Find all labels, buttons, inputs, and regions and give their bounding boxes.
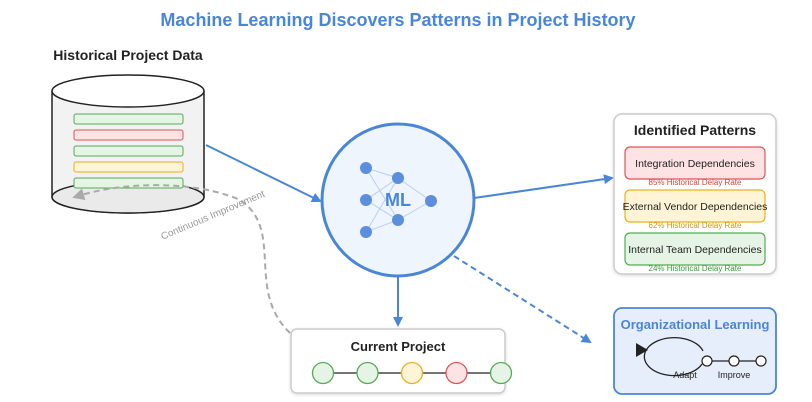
adapt-label: Adapt	[673, 370, 697, 380]
pattern-rate: 24% Historical Delay Rate	[649, 264, 742, 273]
timeline-node	[356, 361, 379, 385]
pattern-rate: 62% Historical Delay Rate	[649, 221, 742, 230]
diagram-title: Machine Learning Discovers Patterns in P…	[160, 10, 635, 30]
organizational-learning-panel: Organizational Learning Adapt Improve	[613, 307, 777, 395]
pattern-item	[624, 189, 766, 223]
patterns-title: Identified Patterns	[634, 122, 756, 138]
improve-label: Improve	[718, 370, 751, 380]
record-row	[73, 161, 184, 173]
current-project-panel: Current Project	[290, 328, 513, 394]
current-project-title: Current Project	[351, 339, 446, 354]
step-node	[701, 355, 713, 367]
identified-patterns-panel: Identified Patterns Integration Dependen…	[613, 113, 777, 275]
record-row	[73, 129, 184, 141]
ml-label: ML	[385, 190, 411, 210]
org-learning-title: Organizational Learning	[621, 317, 770, 332]
timeline-node	[489, 361, 513, 385]
historical-data-label: Historical Project Data	[53, 47, 203, 63]
timeline-node	[400, 361, 424, 385]
pattern-label: Integration Dependencies	[635, 158, 755, 170]
pattern-label: External Vendor Dependencies	[623, 201, 768, 213]
adapt-cycle-icon	[643, 337, 704, 377]
step-node	[755, 355, 767, 367]
arrow-ml-to-org-learning	[453, 255, 592, 344]
record-row	[73, 113, 184, 125]
timeline-node	[311, 361, 335, 385]
record-row	[73, 145, 184, 157]
pattern-list: Integration Dependencies 85% Historical D…	[623, 146, 768, 273]
pattern-rate: 85% Historical Delay Rate	[649, 178, 742, 187]
arrow-ml-to-patterns	[473, 174, 614, 199]
pattern-item	[624, 232, 766, 266]
current-project-timeline	[311, 361, 513, 385]
ml-node: ML	[320, 122, 476, 278]
arrow-data-to-ml	[205, 144, 322, 202]
pattern-label: Internal Team Dependencies	[628, 244, 761, 256]
adapt-arrow-icon	[636, 343, 648, 357]
database-cylinder-icon	[51, 74, 205, 214]
step-node	[728, 355, 740, 367]
pattern-item	[624, 146, 766, 180]
timeline-node	[445, 361, 468, 385]
